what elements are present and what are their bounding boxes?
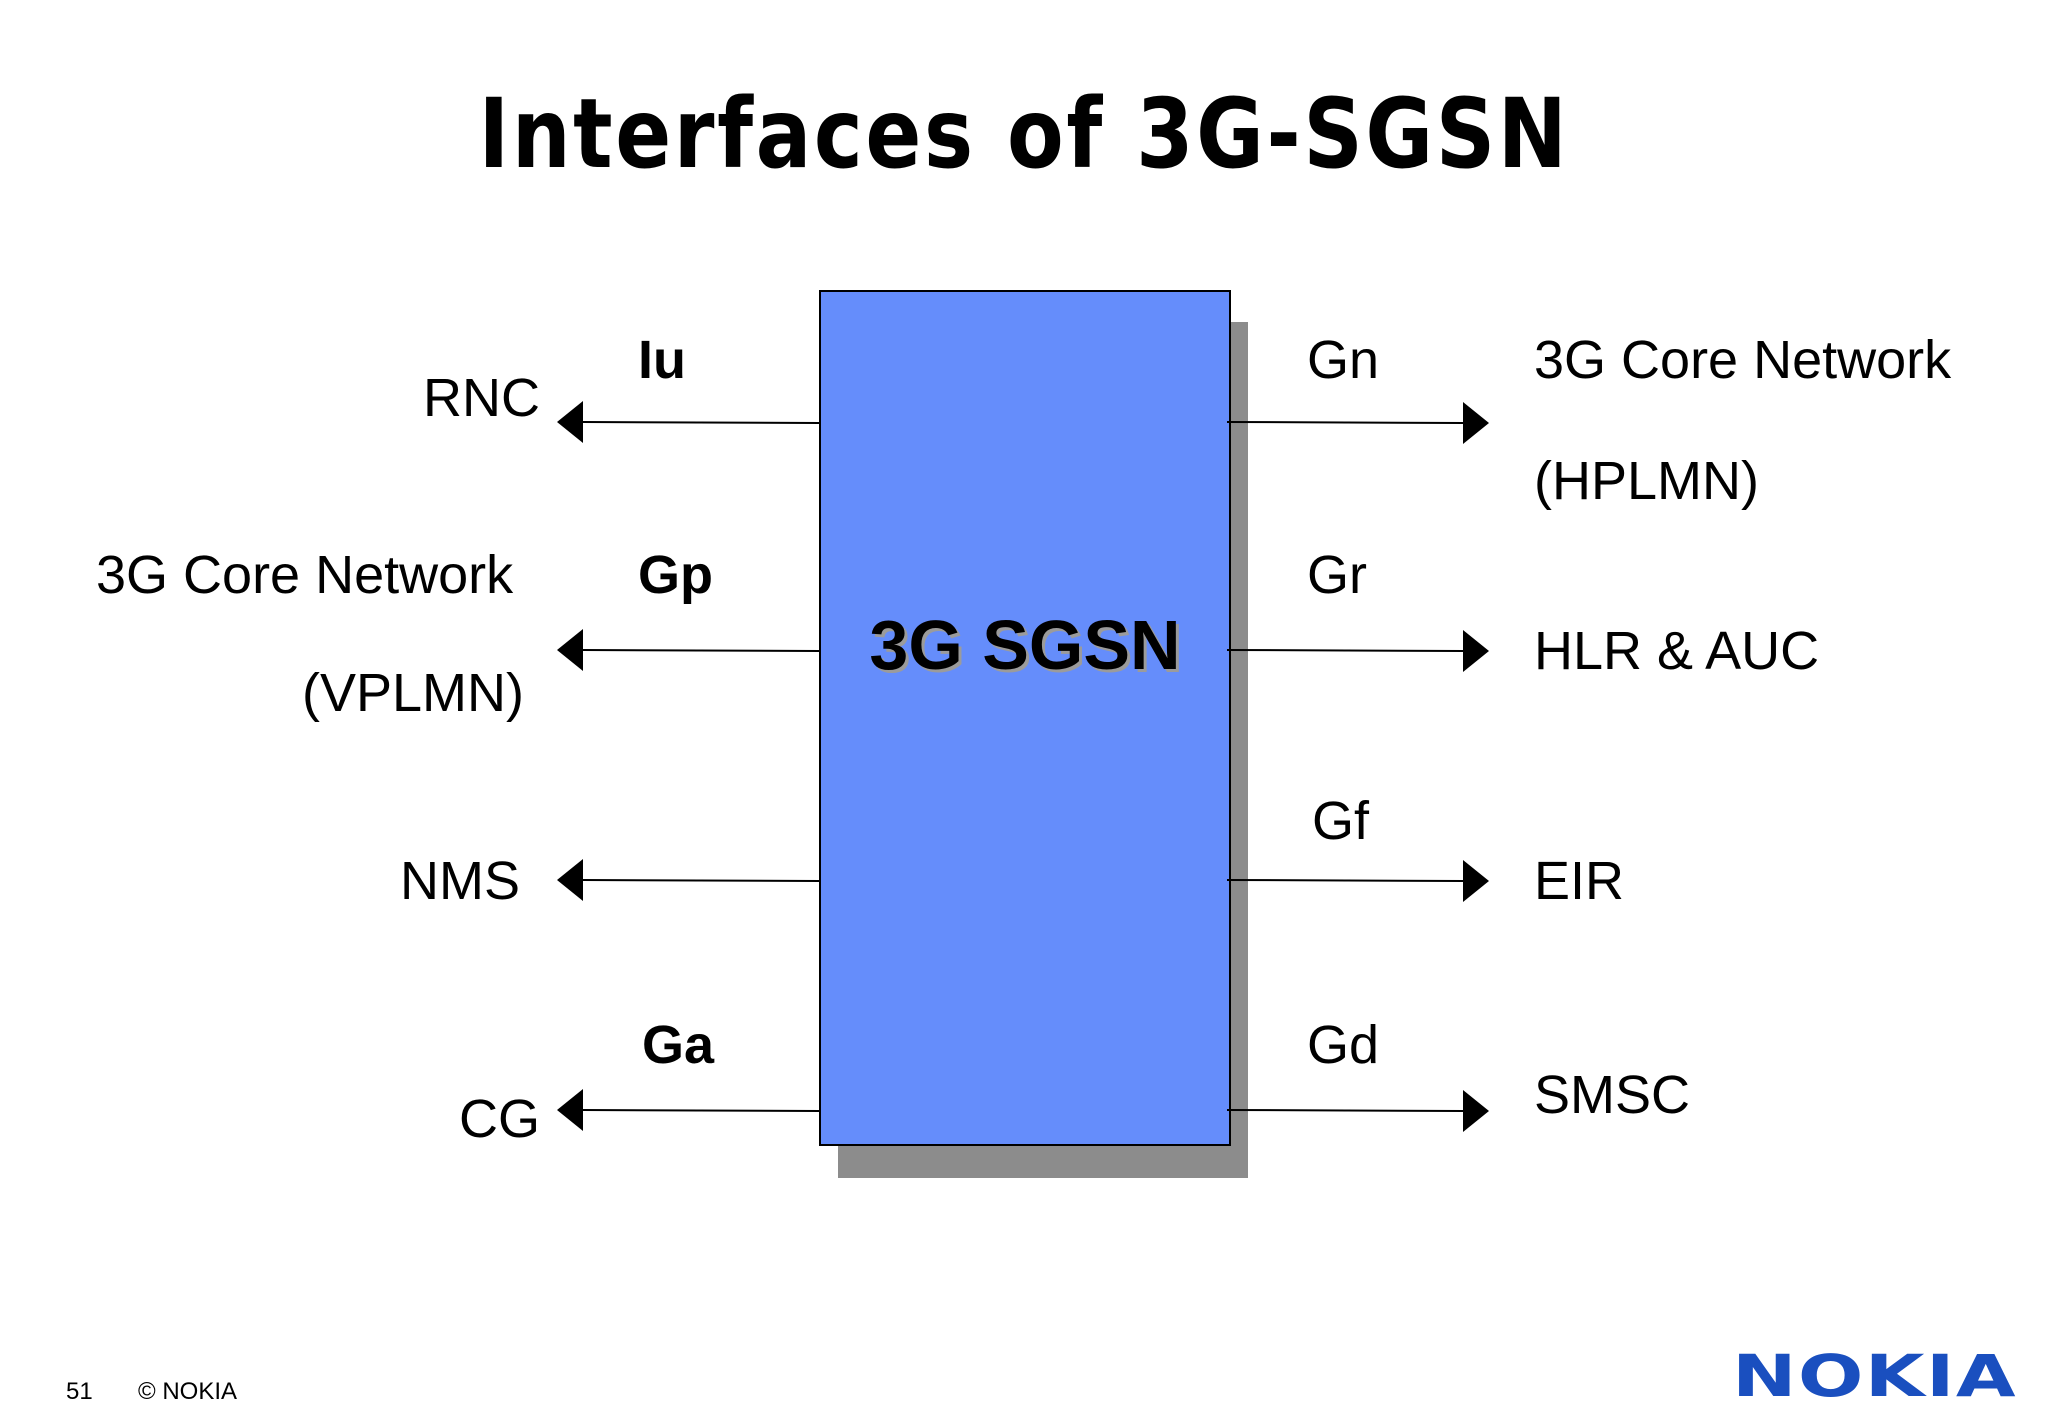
arrow-right-gf <box>1226 860 1489 902</box>
interface-label-iu: Iu <box>638 330 686 390</box>
arrow-left-iu <box>557 401 820 443</box>
node-label-nms: NMS <box>400 851 520 911</box>
interface-label-gr: Gr <box>1307 545 1367 605</box>
node-label-eir: EIR <box>1534 851 1625 911</box>
node-label-cg: CG <box>459 1089 540 1149</box>
node-label-3g-core-hplmn: 3G Core Network <box>1534 330 1952 390</box>
arrow-left-gp <box>557 629 820 671</box>
node-label-hplmn: (HPLMN) <box>1534 451 1759 511</box>
interface-label-gp: Gp <box>638 545 713 605</box>
nokia-logo: NOKIA <box>1732 1342 2017 1410</box>
node-label-vplmn: (VPLMN) <box>302 663 525 723</box>
interface-label-ga: Ga <box>642 1015 715 1075</box>
node-label-smsc: SMSC <box>1534 1065 1691 1125</box>
arrow-right-gr <box>1226 630 1489 672</box>
center-box <box>819 290 1231 1146</box>
arrow-right-gn <box>1226 402 1489 444</box>
arrow-right-gd <box>1226 1090 1489 1132</box>
node-label-rnc: RNC <box>423 368 540 428</box>
node-label-hlr-auc: HLR & AUC <box>1534 621 1820 681</box>
center-box-label: 3G SGSN <box>869 606 1181 684</box>
slide-title: Interfaces of 3G-SGSN <box>478 78 1570 190</box>
interface-label-gd: Gd <box>1307 1015 1380 1075</box>
arrow-left-ga <box>557 1089 820 1131</box>
interface-label-gf: Gf <box>1312 791 1370 851</box>
interface-label-gn: Gn <box>1307 330 1380 390</box>
copyright-text: © NOKIA <box>138 1378 238 1405</box>
node-label-3g-core-vplmn: 3G Core Network <box>96 545 514 605</box>
page-number: 51 <box>66 1378 93 1405</box>
arrow-left-nms <box>557 859 820 901</box>
